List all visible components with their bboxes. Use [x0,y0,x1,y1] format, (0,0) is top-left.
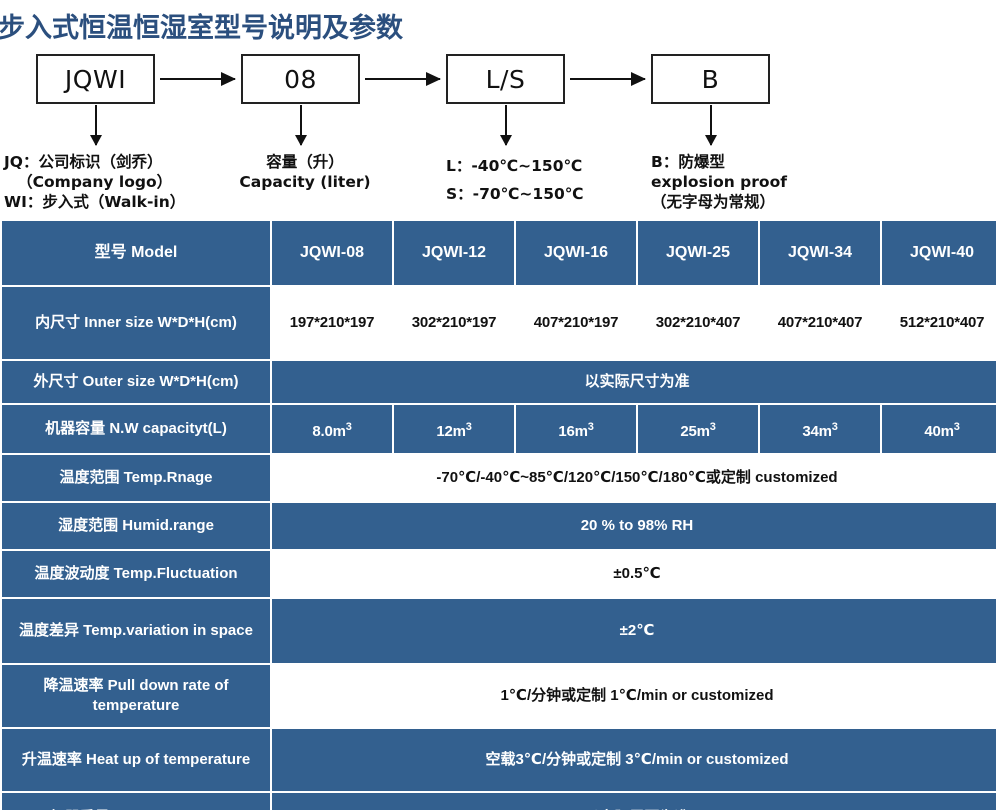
legend-capacity-line-2: Capacity (liter) [239,173,371,191]
row-label: 湿度范围 Humid.range [2,503,270,549]
table-row: 机器重量 N.W weight(kg)以实际需要为准 [2,793,996,810]
legend-capacity: 容量（升） Capacity (liter) [230,152,380,192]
arrow-08-to-ls [365,72,441,86]
row-value-2: 302*210*197 [394,287,514,359]
header-model-1: JQWI-08 [272,221,392,285]
header-model-5: JQWI-34 [760,221,880,285]
legend-jqwi-line-1: JQ：公司标识（剑乔） [4,153,163,171]
flow-box-08: 08 [241,54,360,104]
row-value-5: 407*210*407 [760,287,880,359]
arrow-ls-to-b [570,72,646,86]
table-row: 温度差异 Temp.variation in space±2℃ [2,599,996,663]
row-value-merged: ±0.5℃ [272,551,996,597]
row-label: 机器容量 N.W capacityt(L) [2,405,270,453]
flow-box-b-label: B [701,64,720,94]
row-value-merged: 以实际需要为准 [272,793,996,810]
page-title: 步入式恒温恒湿室型号说明及参数 [0,13,403,43]
legend-explosion-proof-line-1: B：防爆型 [651,153,725,171]
arrow-down-ls [501,105,511,146]
legend-jqwi: JQ：公司标识（剑乔） （Company logo） WI：步入式（Walk-i… [4,152,185,212]
header-model-2: JQWI-12 [394,221,514,285]
table-row: 温度波动度 Temp.Fluctuation±0.5℃ [2,551,996,597]
row-label: 降温速率 Pull down rate of temperature [2,665,270,727]
arrow-down-jqwi [91,105,101,146]
table-row: 外尺寸 Outer size W*D*H(cm)以实际尺寸为准 [2,361,996,403]
row-label: 内尺寸 Inner size W*D*H(cm) [2,287,270,359]
row-value-1: 8.0m3 [272,405,392,453]
row-value-merged: 1℃/分钟或定制 1℃/min or customized [272,665,996,727]
legend-explosion-proof-line-2: explosion proof [651,173,787,191]
table-row: 温度范围 Temp.Rnage-70℃/-40℃~85℃/120℃/150℃/1… [2,455,996,501]
row-value-1: 197*210*197 [272,287,392,359]
legend-temp-range-line-2: S：-70℃~150℃ [446,185,584,203]
row-label: 机器重量 N.W weight(kg) [2,793,270,810]
row-value-merged: ±2℃ [272,599,996,663]
row-value-3: 16m3 [516,405,636,453]
row-value-4: 302*210*407 [638,287,758,359]
row-label: 升温速率 Heat up of temperature [2,729,270,791]
legend-temp-range: L：-40℃~150℃ S：-70℃~150℃ [446,152,584,208]
row-label: 温度波动度 Temp.Fluctuation [2,551,270,597]
legend-jqwi-line-2: （Company logo） [17,173,173,191]
legend-jqwi-line-3: WI：步入式（Walk-in） [4,193,186,211]
legend-capacity-line-1: 容量（升） [266,153,344,171]
header-model-6: JQWI-40 [882,221,996,285]
row-value-merged: 以实际尺寸为准 [272,361,996,403]
flow-box-jqwi-label: JQWI [64,64,127,94]
flow-box-08-label: 08 [284,64,317,94]
legend-explosion-proof-line-3: （无字母为常规） [651,193,776,211]
flow-box-ls-label: L/S [485,64,526,94]
model-code-diagram: JQWI 08 L/S B JQ：公司标识（剑乔） （Company logo）… [0,48,996,216]
row-value-merged: 空载3℃/分钟或定制 3℃/min or customized [272,729,996,791]
row-value-6: 512*210*407 [882,287,996,359]
row-label: 外尺寸 Outer size W*D*H(cm) [2,361,270,403]
arrow-down-08 [296,105,306,146]
row-label: 温度差异 Temp.variation in space [2,599,270,663]
header-label-model: 型号 Model [2,221,270,285]
flow-box-b: B [651,54,770,104]
legend-temp-range-line-1: L：-40℃~150℃ [446,157,583,175]
flow-box-jqwi: JQWI [36,54,155,104]
flow-box-ls: L/S [446,54,565,104]
row-value-4: 25m3 [638,405,758,453]
header-model-3: JQWI-16 [516,221,636,285]
row-value-merged: 20 % to 98% RH [272,503,996,549]
row-value-3: 407*210*197 [516,287,636,359]
row-value-6: 40m3 [882,405,996,453]
row-label: 温度范围 Temp.Rnage [2,455,270,501]
row-value-5: 34m3 [760,405,880,453]
row-value-2: 12m3 [394,405,514,453]
legend-explosion-proof: B：防爆型 explosion proof （无字母为常规） [651,152,787,212]
arrow-jqwi-to-08 [160,72,236,86]
row-value-merged: -70℃/-40℃~85℃/120℃/150℃/180℃或定制 customiz… [272,455,996,501]
arrow-down-b [706,105,716,146]
header-model-4: JQWI-25 [638,221,758,285]
